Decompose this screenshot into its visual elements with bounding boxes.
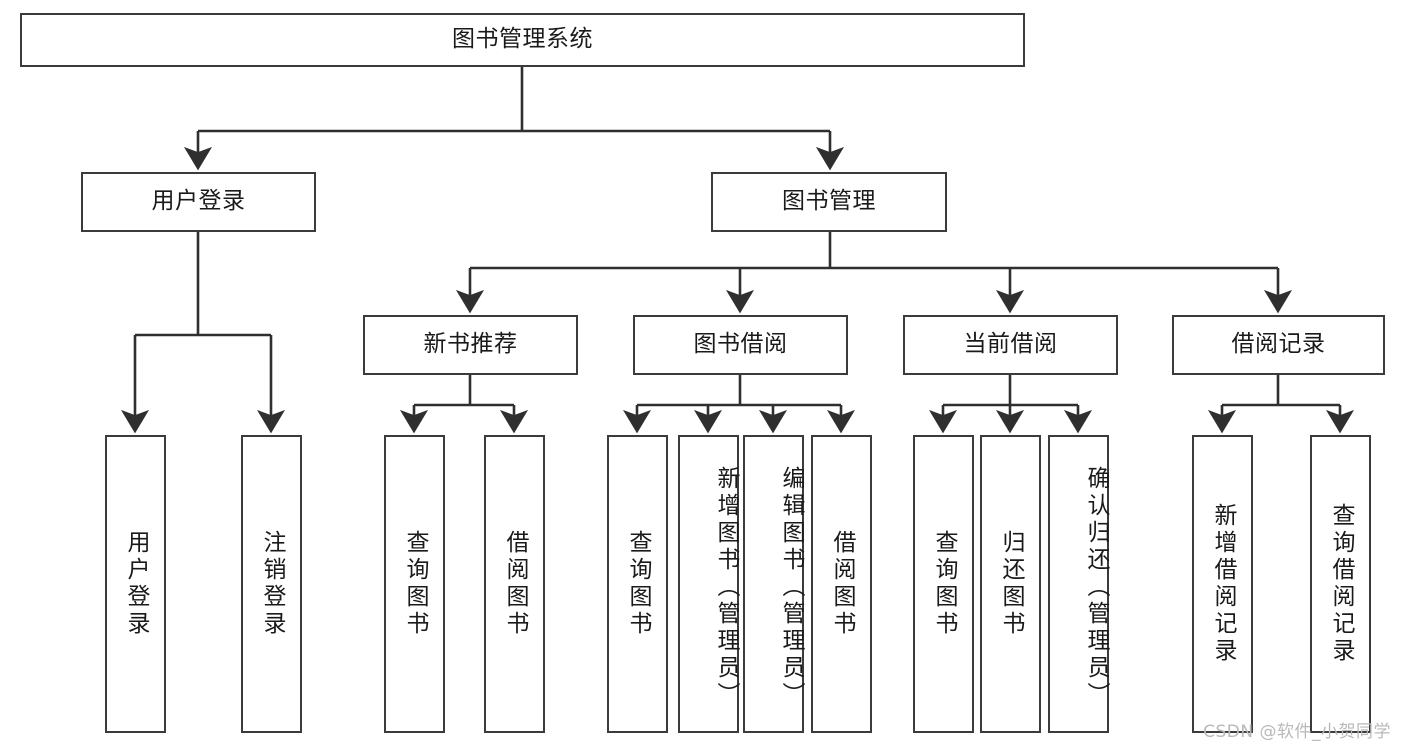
node-book-manage[interactable]: 图书管理 (711, 172, 947, 232)
leaf-query-book-2-label: 查询图书 (625, 530, 651, 638)
node-book-borrow-label: 图书借阅 (693, 331, 788, 358)
leaf-add-book-label: 新增图书（管理员） (713, 465, 739, 709)
csdn-watermark: CSDN @软件_小贺同学 (1203, 722, 1391, 742)
leaf-query-book-1-label: 查询图书 (402, 530, 428, 638)
leaf-logout-label: 注销登录 (259, 530, 285, 638)
node-borrow-record[interactable]: 借阅记录 (1172, 315, 1385, 375)
leaf-user-login[interactable]: 用户登录 (105, 435, 166, 733)
leaf-edit-book-label: 编辑图书（管理员） (778, 465, 804, 709)
node-book-borrow[interactable]: 图书借阅 (633, 315, 848, 375)
leaf-return-book[interactable]: 归还图书 (980, 435, 1041, 733)
leaf-add-record[interactable]: 新增借阅记录 (1192, 435, 1253, 733)
leaf-query-book-1[interactable]: 查询图书 (384, 435, 445, 733)
leaf-return-book-label: 归还图书 (998, 530, 1024, 638)
leaf-user-login-label: 用户登录 (123, 530, 149, 638)
node-user-login[interactable]: 用户登录 (81, 172, 316, 232)
leaf-confirm-return-label: 确认归还（管理员） (1083, 465, 1109, 709)
leaf-borrow-book-2-label: 借阅图书 (829, 530, 855, 638)
leaf-query-book-3[interactable]: 查询图书 (913, 435, 974, 733)
leaf-query-record-label: 查询借阅记录 (1328, 503, 1354, 665)
leaf-query-record[interactable]: 查询借阅记录 (1310, 435, 1371, 733)
leaf-query-book-2[interactable]: 查询图书 (607, 435, 668, 733)
node-new-book-rec[interactable]: 新书推荐 (363, 315, 578, 375)
node-current-borrow-label: 当前借阅 (963, 331, 1058, 358)
leaf-borrow-book-1-label: 借阅图书 (502, 530, 528, 638)
node-root-system-label: 图书管理系统 (452, 26, 593, 53)
node-new-book-rec-label: 新书推荐 (423, 331, 518, 358)
node-book-manage-label: 图书管理 (782, 188, 876, 215)
leaf-query-book-3-label: 查询图书 (931, 530, 957, 638)
leaf-borrow-book-1[interactable]: 借阅图书 (484, 435, 545, 733)
node-root-system[interactable]: 图书管理系统 (20, 13, 1025, 67)
leaf-logout[interactable]: 注销登录 (241, 435, 302, 733)
node-current-borrow[interactable]: 当前借阅 (903, 315, 1118, 375)
leaf-add-book[interactable]: 新增图书（管理员） (678, 435, 739, 733)
leaf-add-record-label: 新增借阅记录 (1210, 503, 1236, 665)
node-user-login-label: 用户登录 (151, 188, 246, 215)
node-borrow-record-label: 借阅记录 (1231, 331, 1326, 358)
leaf-borrow-book-2[interactable]: 借阅图书 (811, 435, 872, 733)
leaf-confirm-return[interactable]: 确认归还（管理员） (1048, 435, 1109, 733)
leaf-edit-book[interactable]: 编辑图书（管理员） (743, 435, 804, 733)
